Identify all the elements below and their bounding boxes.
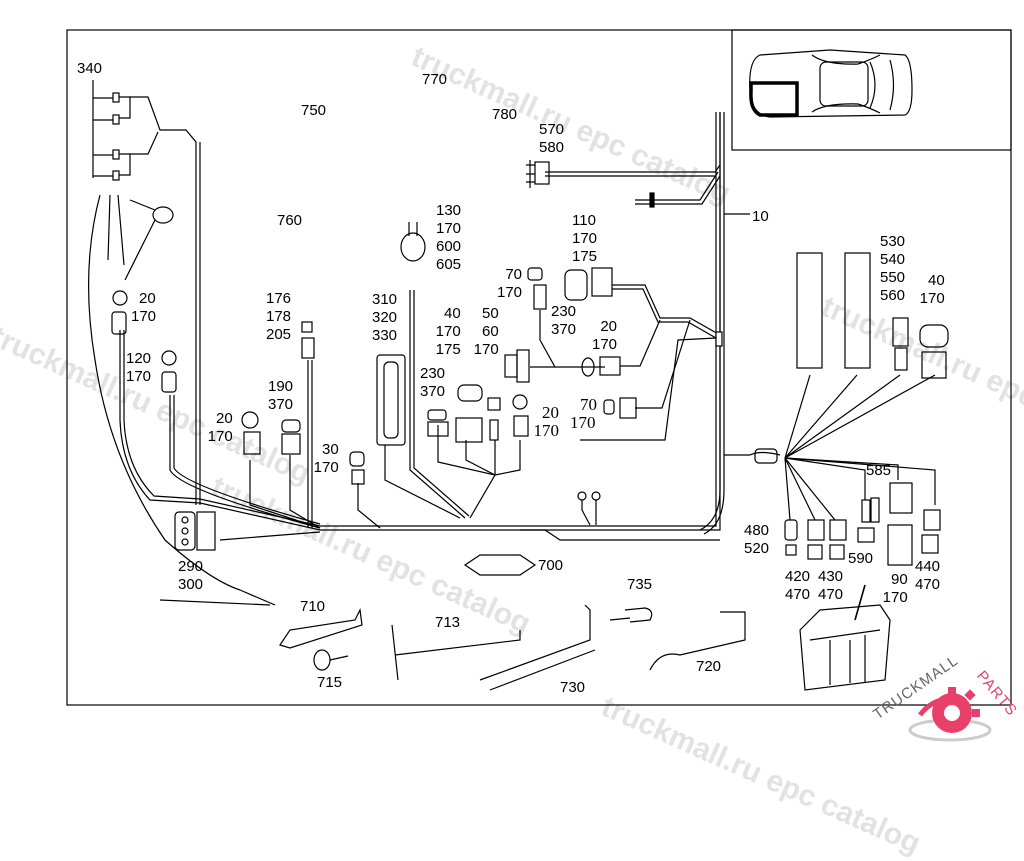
callout-710[interactable]: 710 (300, 598, 326, 615)
callout-730[interactable]: 730 (560, 679, 586, 696)
callout-715[interactable]: 715 (317, 674, 343, 691)
parts-diagram: truckmall.ru epc catalog truckmall.ru ep… (0, 29, 1024, 861)
callout-713[interactable]: 713 (435, 614, 461, 631)
callout-780[interactable]: 780 (492, 106, 518, 123)
bracket-700-shape (463, 554, 537, 576)
callout-10[interactable]: 10 (752, 208, 769, 225)
callout-770[interactable]: 770 (422, 71, 448, 88)
callout-590[interactable]: 590 (848, 550, 874, 567)
diagram-drawing (66, 29, 1012, 706)
right-harness-branch (749, 374, 936, 521)
main-harness (119, 112, 750, 541)
truckmall-parts-logo: TRUCKMALL PARTS (860, 652, 1024, 750)
callout-760[interactable]: 760 (277, 212, 303, 229)
callout-700[interactable]: 700 (538, 557, 564, 574)
callout-585[interactable]: 585 (866, 462, 892, 479)
callout-340[interactable]: 340 (77, 60, 103, 77)
callout-735[interactable]: 735 (627, 576, 653, 593)
part-340-connectors (92, 80, 201, 505)
callout-750[interactable]: 750 (301, 102, 327, 119)
bracket-710-shape (279, 607, 363, 649)
callout-720[interactable]: 720 (696, 658, 722, 675)
diagram-frame (66, 29, 1012, 706)
vehicle-location-inset (731, 29, 1012, 151)
